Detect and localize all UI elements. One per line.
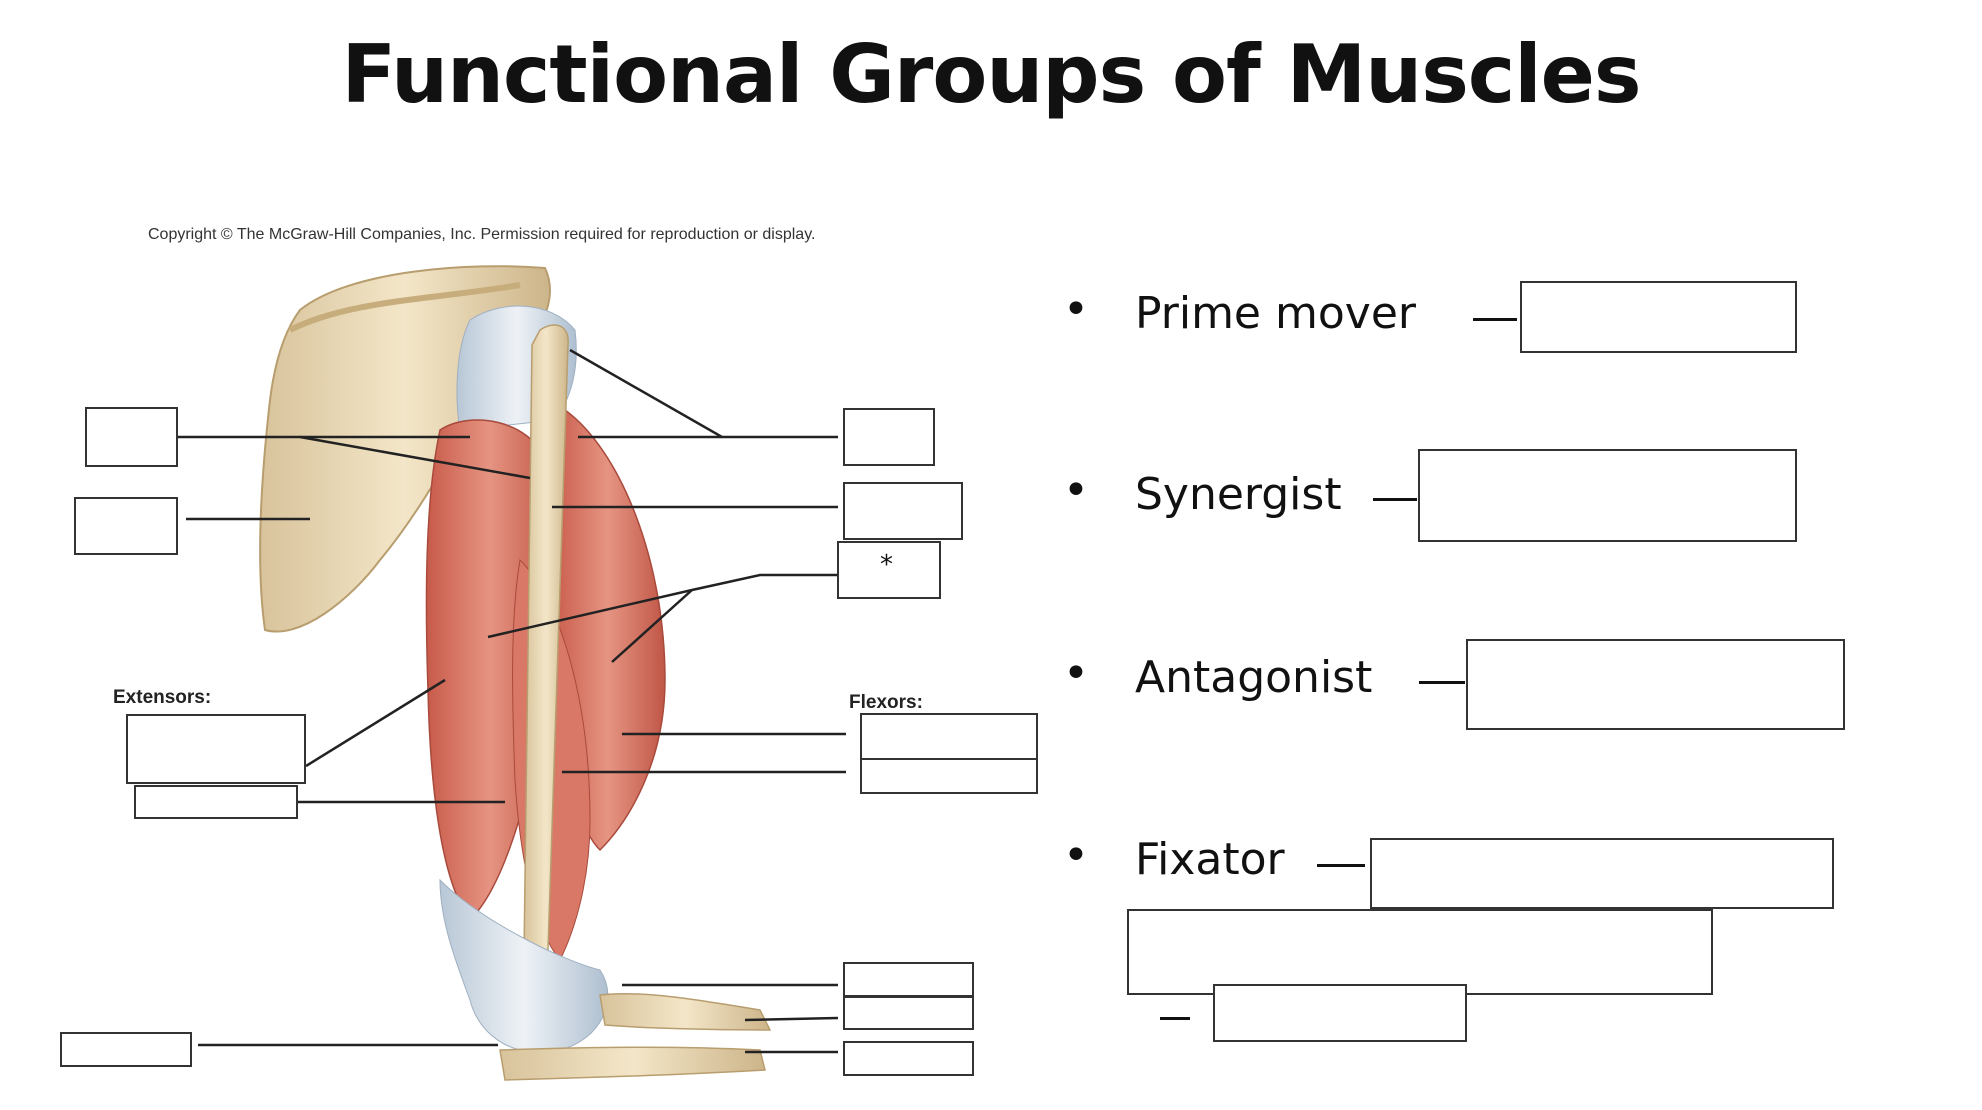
asterisk-mark: *: [880, 550, 893, 580]
leader-line: [299, 435, 531, 480]
term-antagonist: Antagonist: [1135, 652, 1373, 703]
label-box[interactable]: [843, 962, 974, 997]
extensors-label: Extensors:: [113, 687, 212, 708]
antagonist-answer-box[interactable]: [1466, 639, 1845, 730]
fixator-answer-box[interactable]: [1213, 984, 1467, 1042]
label-box-starred[interactable]: [837, 541, 941, 599]
synergist-answer-box[interactable]: [1418, 449, 1797, 542]
radius-bone: [599, 992, 772, 1031]
leader-line: [569, 348, 838, 439]
bullet-icon: •: [1063, 830, 1089, 881]
prime-mover-answer-box[interactable]: [1520, 281, 1797, 353]
dash: [1373, 498, 1417, 501]
label-box[interactable]: [843, 482, 963, 540]
term-prime-mover: Prime mover: [1135, 288, 1416, 339]
leader-line: [611, 589, 693, 663]
page-title: Functional Groups of Muscles: [341, 28, 1641, 121]
fixator-answer-box[interactable]: [1127, 909, 1713, 995]
dash: [1317, 864, 1365, 867]
term-fixator: Fixator: [1135, 834, 1285, 885]
flexor-box[interactable]: [860, 713, 1038, 760]
dash: [1419, 681, 1465, 684]
fixator-answer-box[interactable]: [1370, 838, 1834, 909]
leader-line: [487, 573, 838, 639]
extensor-box[interactable]: [134, 785, 298, 819]
label-box[interactable]: [843, 996, 974, 1030]
bullet-icon: •: [1063, 648, 1089, 699]
dash: [1160, 1017, 1190, 1020]
label-box[interactable]: [843, 408, 935, 466]
label-box[interactable]: [843, 1041, 974, 1076]
flexor-box[interactable]: [860, 758, 1038, 794]
bullet-icon: •: [1063, 284, 1089, 335]
label-box[interactable]: [74, 497, 178, 555]
label-box[interactable]: [60, 1032, 192, 1067]
label-box[interactable]: [85, 407, 178, 467]
extensor-box[interactable]: [126, 714, 306, 784]
flexors-label: Flexors:: [849, 692, 923, 713]
ulna-bone: [499, 1046, 766, 1081]
dash: [1473, 318, 1517, 321]
term-synergist: Synergist: [1135, 469, 1342, 520]
scapula-spine: [288, 282, 521, 333]
copyright-notice: Copyright © The McGraw-Hill Companies, I…: [148, 226, 816, 243]
leader-line: [305, 678, 446, 768]
bullet-icon: •: [1063, 465, 1089, 516]
leader-line: [744, 1016, 839, 1022]
